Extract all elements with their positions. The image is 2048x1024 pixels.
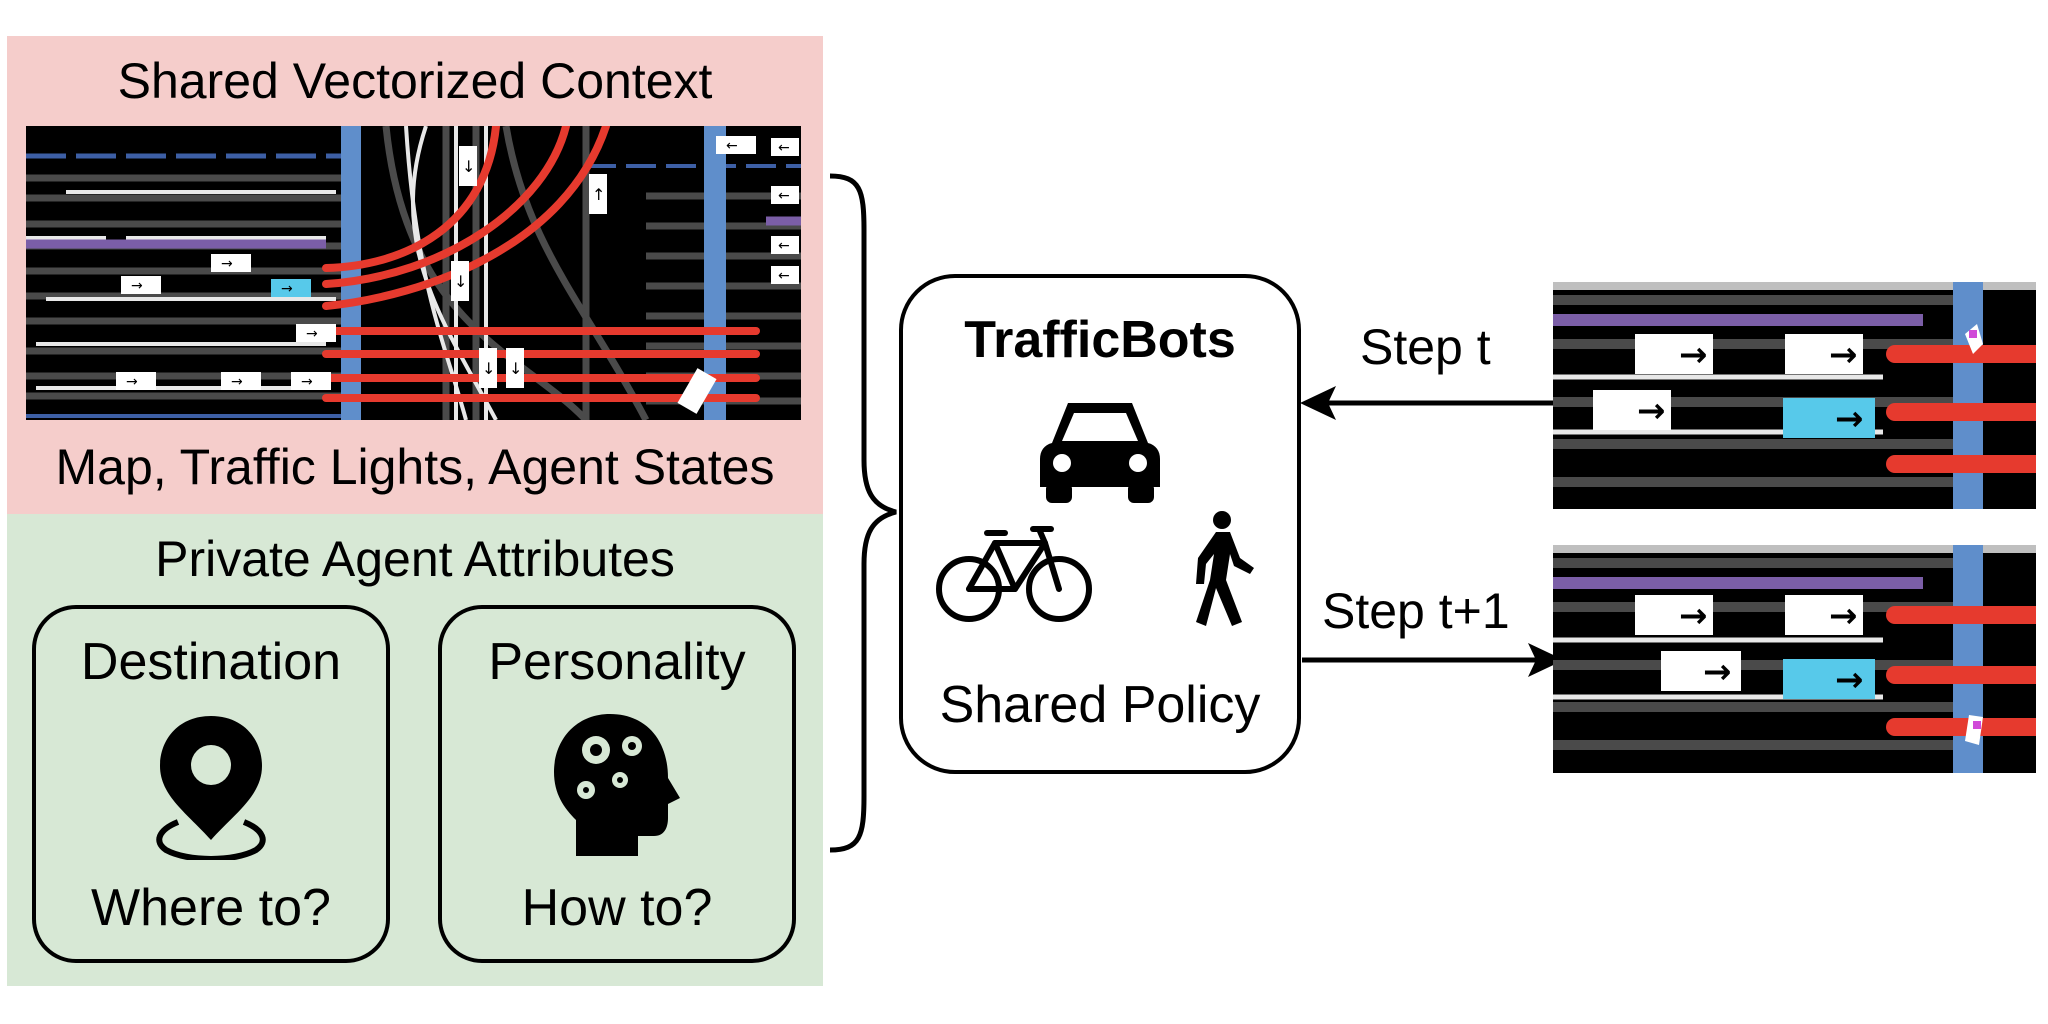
personality-title: Personality <box>488 633 746 691</box>
svg-text:→: → <box>306 326 318 342</box>
svg-text:→: → <box>1835 660 1864 700</box>
shared-context-caption: Map, Traffic Lights, Agent States <box>55 439 775 495</box>
policy-subtitle: Shared Policy <box>939 676 1261 734</box>
svg-text:→: → <box>1829 335 1858 375</box>
svg-text:→: → <box>1679 335 1708 375</box>
destination-box <box>32 605 390 963</box>
pedestrian-icon <box>1196 511 1254 626</box>
svg-text:→: → <box>221 256 233 272</box>
destination-title: Destination <box>80 633 342 691</box>
svg-text:↓: ↓ <box>462 157 475 176</box>
trafficbots-policy-box <box>899 274 1301 774</box>
private-attributes-title: Private Agent Attributes <box>155 531 675 587</box>
car-icon <box>1040 403 1160 503</box>
step-t-snapshot: → → → → <box>1553 282 2036 509</box>
bicycle-icon <box>936 526 1092 622</box>
svg-text:→: → <box>231 374 243 390</box>
svg-text:→: → <box>131 278 143 294</box>
private-attributes-panel <box>7 514 823 986</box>
svg-text:→: → <box>1835 399 1864 439</box>
shared-context-title: Shared Vectorized Context <box>117 53 713 109</box>
svg-text:→: → <box>126 374 138 390</box>
personality-box <box>438 605 796 963</box>
svg-text:↓: ↓ <box>482 359 495 378</box>
vectorized-map-image: → → → → → → → ← ← ← ← ← ↓ ↑ ↓ ↓ ↓ <box>26 126 801 420</box>
svg-text:←: ← <box>778 238 790 254</box>
personality-question: How to? <box>521 879 713 937</box>
head-gears-icon <box>554 714 680 856</box>
svg-text:↑: ↑ <box>592 185 605 204</box>
svg-text:←: ← <box>778 140 790 156</box>
step-t-label: Step t <box>1360 319 1491 375</box>
svg-text:→: → <box>281 281 293 297</box>
policy-title: TrafficBots <box>964 311 1236 369</box>
destination-question: Where to? <box>91 879 331 937</box>
svg-text:↓: ↓ <box>454 272 467 291</box>
svg-text:←: ← <box>778 188 790 204</box>
step-arrows <box>1300 386 1564 677</box>
svg-text:↓: ↓ <box>509 359 522 378</box>
curly-brace <box>829 173 897 853</box>
svg-text:→: → <box>1637 391 1666 431</box>
step-t-plus-1-label: Step t+1 <box>1322 583 1510 639</box>
svg-text:←: ← <box>726 138 738 154</box>
map-pin-icon <box>156 716 266 860</box>
svg-text:←: ← <box>778 268 790 284</box>
svg-text:→: → <box>1703 652 1732 692</box>
svg-text:→: → <box>1829 596 1858 636</box>
svg-text:→: → <box>301 374 313 390</box>
step-t-plus-1-snapshot: → → → → <box>1553 545 2036 773</box>
svg-text:→: → <box>1679 596 1708 636</box>
